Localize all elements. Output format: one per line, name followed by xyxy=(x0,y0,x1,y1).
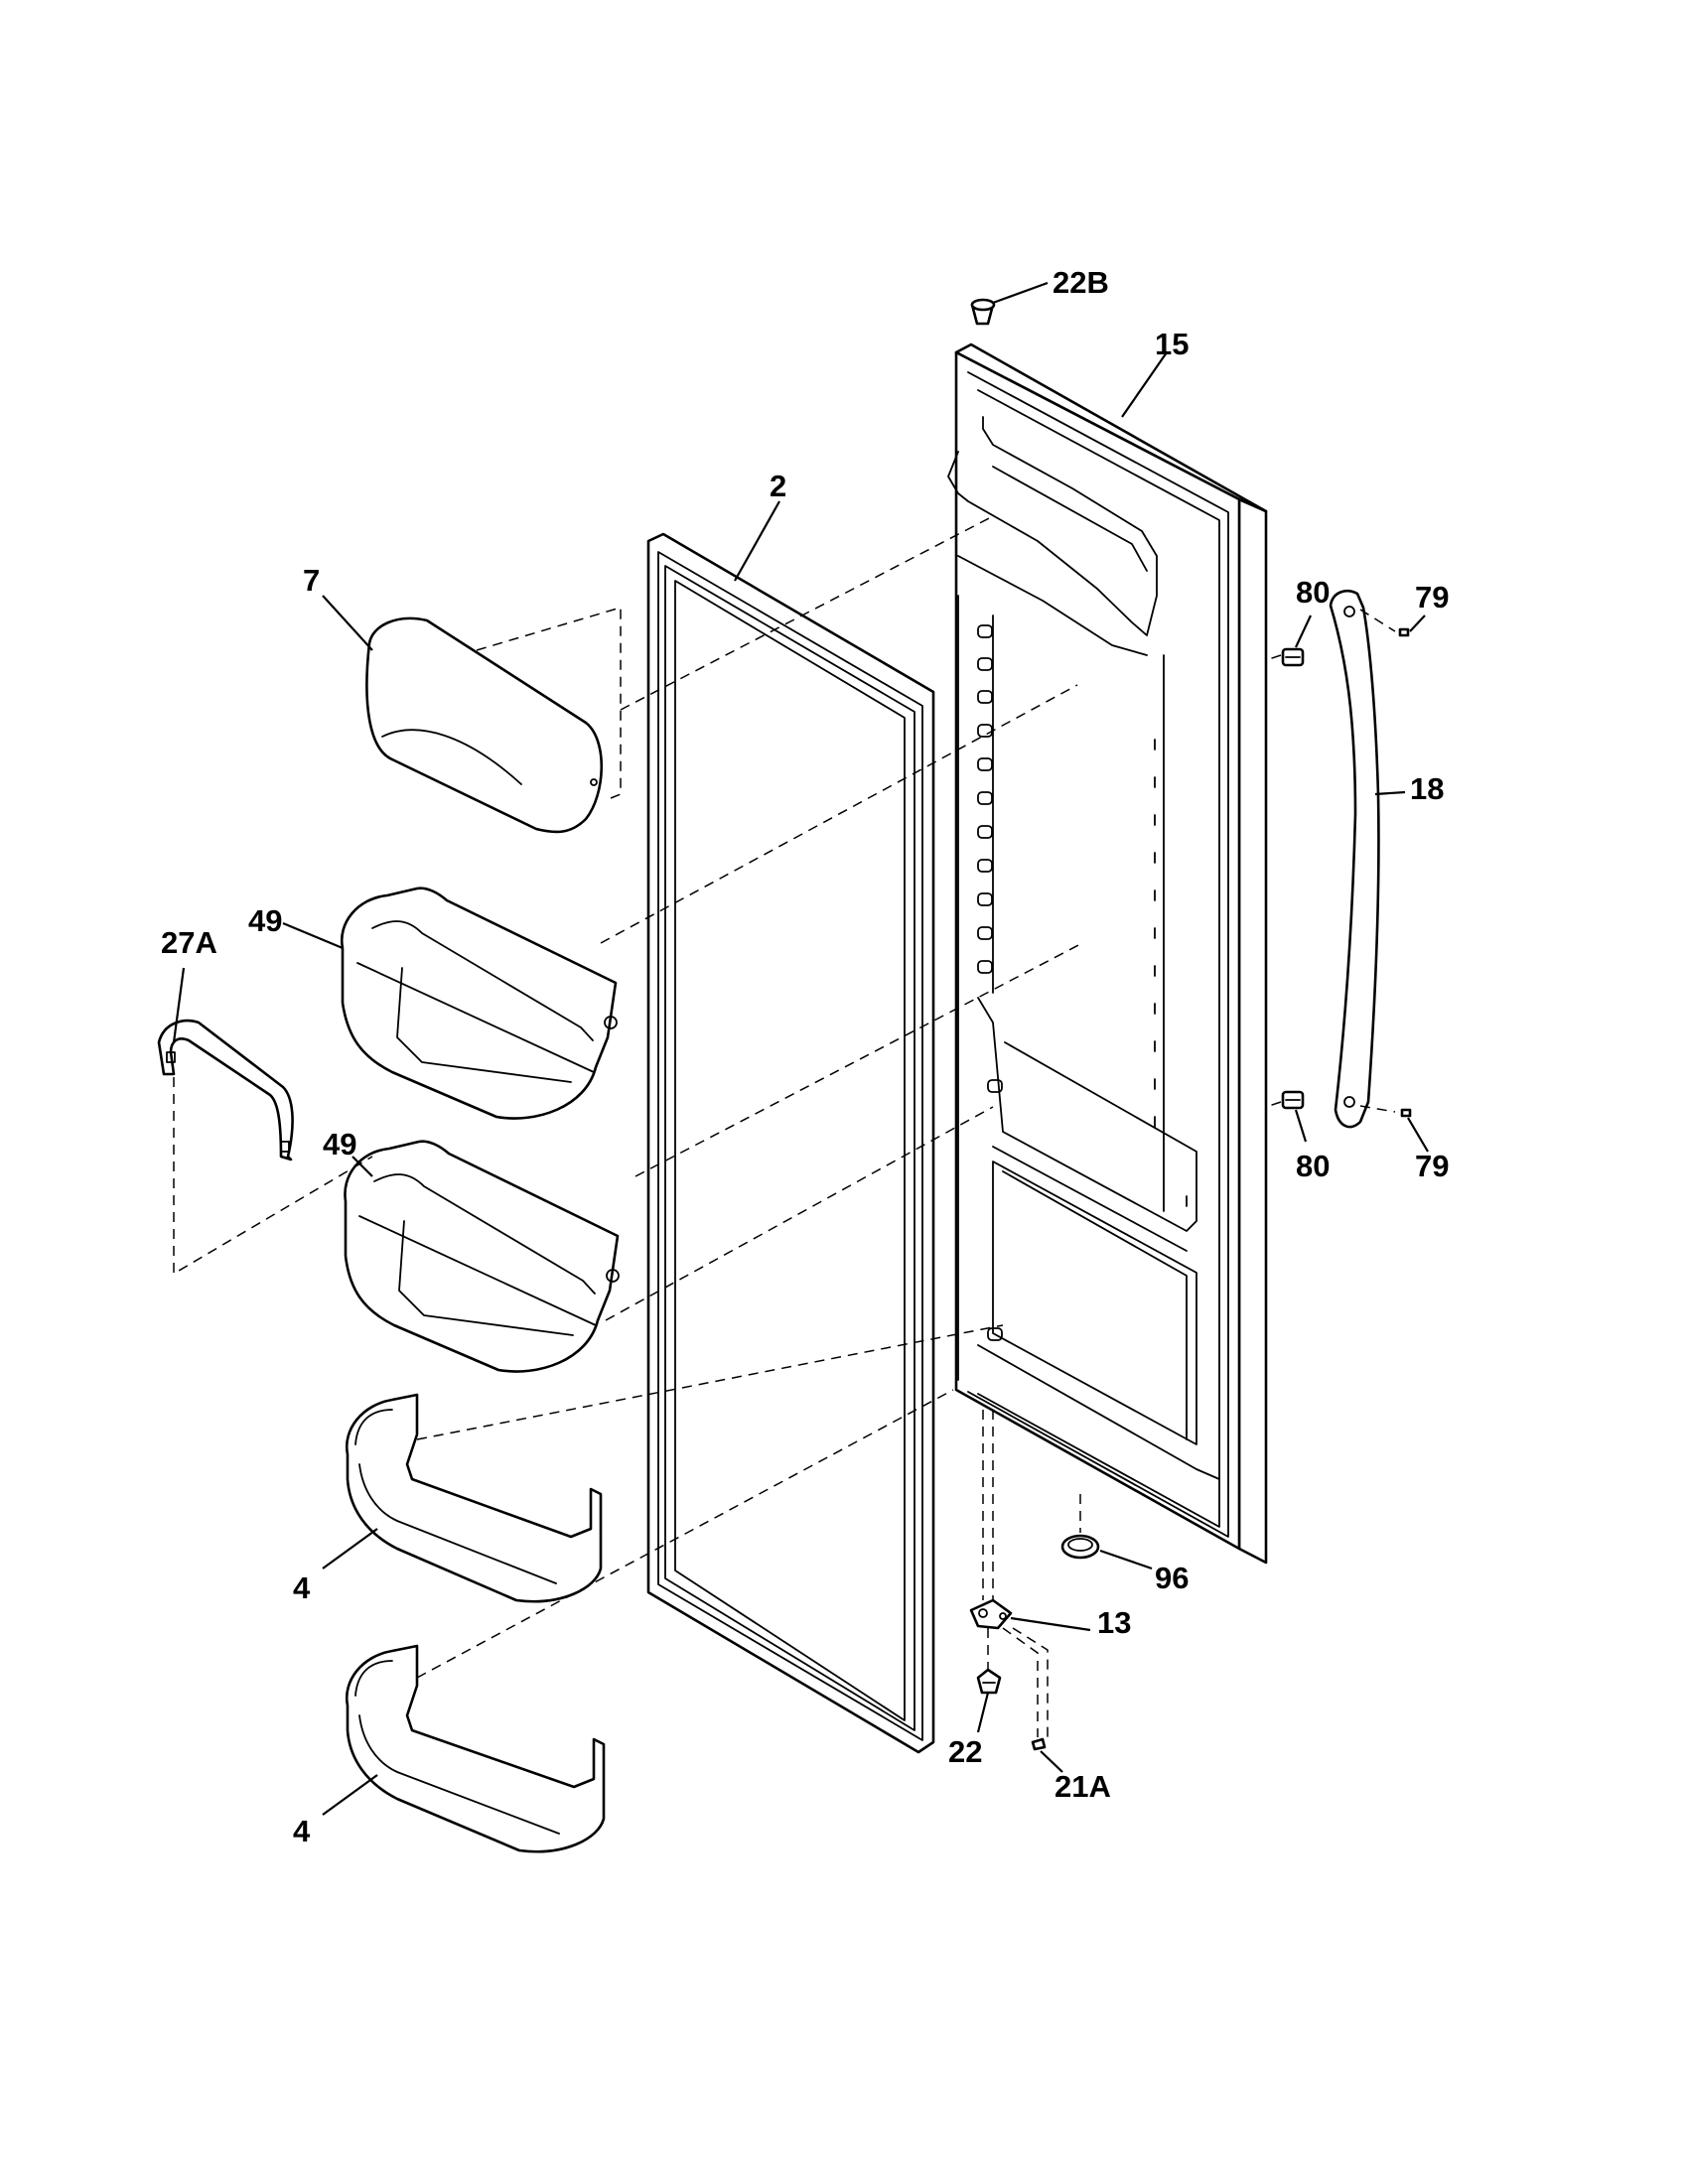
door-handle[interactable] xyxy=(1329,590,1380,1129)
callout-7: 7 xyxy=(303,563,320,598)
door-bin-upper[interactable] xyxy=(340,887,618,1120)
door-plug-96[interactable] xyxy=(1060,1534,1100,1560)
callout-4-bottom: 4 xyxy=(293,1814,311,1848)
callout-27A: 27A xyxy=(161,925,217,960)
callout-2: 2 xyxy=(770,469,786,503)
callout-22B: 22B xyxy=(1053,265,1109,300)
alignment-lines xyxy=(173,515,1396,1737)
shelf-pegs xyxy=(977,624,1188,1440)
callout-96: 96 xyxy=(1155,1561,1189,1595)
callout-80-bottom: 80 xyxy=(1296,1149,1330,1183)
door-bin-lower[interactable] xyxy=(344,1140,620,1373)
door-shelf-upper[interactable] xyxy=(345,1393,603,1603)
callout-18: 18 xyxy=(1410,771,1444,806)
callout-79-bottom: 79 xyxy=(1415,1149,1449,1183)
callout-79-top: 79 xyxy=(1415,580,1449,614)
callout-80-top: 80 xyxy=(1296,575,1330,610)
callout-49-bottom: 49 xyxy=(323,1127,356,1161)
door-gasket[interactable] xyxy=(646,532,935,1754)
callout-13: 13 xyxy=(1097,1605,1131,1640)
hinge-bracket-13[interactable] xyxy=(969,1598,1013,1630)
handle-screw-top[interactable] xyxy=(1398,627,1410,637)
callout-labels: 22B 15 2 7 80 79 18 49 27A 80 79 49 4 96… xyxy=(161,265,1449,1848)
door-assembly[interactable] xyxy=(947,342,1268,1565)
leader-lines xyxy=(172,281,1429,1816)
bin-handle[interactable] xyxy=(157,1019,294,1161)
handle-standoff-top[interactable] xyxy=(1281,647,1305,667)
door-shelf-lower[interactable] xyxy=(345,1644,606,1853)
callout-4-top: 4 xyxy=(293,1570,311,1605)
callout-21A: 21A xyxy=(1055,1769,1111,1804)
handle-screw-bottom[interactable] xyxy=(1400,1108,1412,1118)
callout-15: 15 xyxy=(1155,327,1189,361)
callout-22: 22 xyxy=(948,1734,982,1769)
screw-21A[interactable] xyxy=(1031,1737,1047,1751)
dairy-door[interactable] xyxy=(365,616,603,834)
callout-49-top: 49 xyxy=(248,903,282,938)
hinge-pin-top[interactable] xyxy=(970,298,996,326)
handle-standoff-bottom[interactable] xyxy=(1281,1090,1305,1110)
hinge-bushing-22[interactable] xyxy=(976,1668,1002,1695)
